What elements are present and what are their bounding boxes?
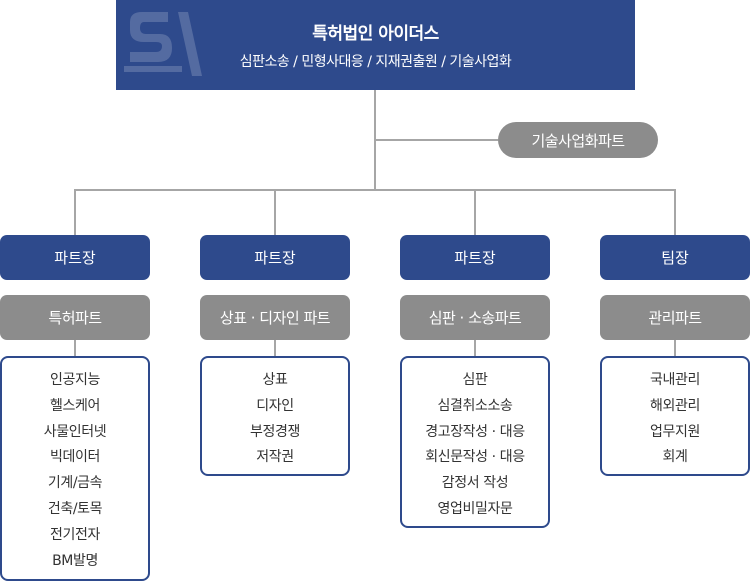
column-2-head: 파트장 [200, 235, 350, 280]
connector-col-1 [74, 189, 76, 235]
list-item: 전기전자 [50, 526, 100, 543]
column-3-part: 심판 · 소송파트 [400, 295, 550, 340]
list-item: 회계 [662, 449, 688, 466]
column-1-head: 파트장 [0, 235, 150, 280]
root-node: 특허법인 아이더스 심판소송 / 민형사대응 / 지재권출원 / 기술사업화 [116, 0, 635, 90]
list-item: 헬스케어 [50, 397, 100, 414]
column-1-part: 특허파트 [0, 295, 150, 340]
connector-col-3-list [474, 340, 476, 356]
column-4-head: 팀장 [600, 235, 750, 280]
list-item: 빅데이터 [50, 449, 100, 466]
list-item: 기계/금속 [47, 475, 103, 492]
tech-commercialization-part: 기술사업화파트 [498, 122, 658, 158]
list-item: 회신문작성 · 대응 [425, 449, 525, 466]
column-2-part: 상표 · 디자인 파트 [200, 295, 350, 340]
connector-col-4 [674, 189, 676, 235]
list-item: 감정서 작성 [441, 475, 509, 492]
list-item: BM발명 [52, 552, 98, 569]
column-4-part: 관리파트 [600, 295, 750, 340]
list-item: 사물인터넷 [43, 423, 107, 440]
list-item: 심판 [462, 372, 488, 388]
connector-col-1-list [74, 340, 76, 356]
list-item: 저작권 [256, 449, 294, 466]
column-3-head: 파트장 [400, 235, 550, 280]
connector-col-2 [274, 189, 276, 235]
connector-col-4-list [674, 340, 676, 356]
connector-col-2-list [274, 340, 276, 356]
list-item: 업무지원 [650, 423, 700, 440]
connector-side-unit [374, 139, 498, 141]
list-item: 영업비밀자문 [437, 500, 513, 517]
column-4-list: 국내관리 해외관리 업무지원 회계 [600, 356, 750, 476]
organization-name: 특허법인 아이더스 [312, 24, 439, 44]
list-item: 국내관리 [650, 372, 700, 388]
column-3-list: 심판 심결취소소송 경고장작성 · 대응 회신문작성 · 대응 감정서 작성 영… [400, 356, 550, 528]
column-2-list: 상표 디자인 부정경쟁 저작권 [200, 356, 350, 476]
list-item: 부정경쟁 [250, 423, 300, 440]
list-item: 인공지능 [50, 372, 100, 388]
connector-horizontal [74, 189, 676, 191]
organization-services: 심판소송 / 민형사대응 / 지재권출원 / 기술사업화 [239, 54, 512, 70]
list-item: 상표 [262, 372, 288, 388]
list-item: 디자인 [256, 397, 294, 414]
list-item: 경고장작성 · 대응 [425, 423, 525, 440]
list-item: 건축/토목 [47, 500, 103, 517]
list-item: 해외관리 [650, 397, 700, 414]
list-item: 심결취소소송 [437, 397, 513, 414]
company-logo-watermark-icon [124, 12, 202, 76]
connector-col-3 [474, 189, 476, 235]
column-1-list: 인공지능 헬스케어 사물인터넷 빅데이터 기계/금속 건축/토목 전기전자 BM… [0, 356, 150, 581]
